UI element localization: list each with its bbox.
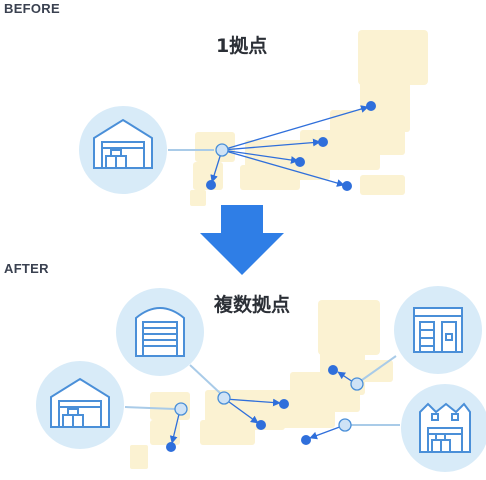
warehouse-shutter-icon <box>135 307 185 357</box>
hub-node <box>174 402 188 416</box>
destination-dot <box>166 442 176 452</box>
after-warehouse-building-node <box>361 284 484 381</box>
hub-node <box>350 377 364 391</box>
hub-node <box>338 418 352 432</box>
before-destinations <box>206 101 376 191</box>
factory-warehouse-icon <box>419 402 471 453</box>
after-hubs <box>174 377 364 432</box>
before-warehouse-node <box>77 104 214 196</box>
after-title: 複数拠点 <box>214 294 291 316</box>
before-routes <box>210 105 369 187</box>
after-map <box>130 300 393 469</box>
destination-dot <box>295 157 305 167</box>
hub-node <box>217 391 231 405</box>
destination-dot <box>301 435 311 445</box>
before-label: BEFORE <box>4 1 60 16</box>
destination-dot <box>318 137 328 147</box>
destination-dot <box>256 420 266 430</box>
after-warehouse-left-node <box>34 359 176 451</box>
down-arrow-icon <box>200 205 284 275</box>
destination-dot <box>366 101 376 111</box>
factory-warehouse-node <box>350 382 486 474</box>
destination-dot <box>279 399 289 409</box>
destination-dot <box>206 180 216 190</box>
before-title: 1拠点 <box>216 35 268 57</box>
before-map <box>190 30 428 206</box>
destination-dot <box>342 181 352 191</box>
warehouse-icon <box>50 377 110 428</box>
destination-dot <box>328 365 338 375</box>
after-warehouse-shutter-node <box>114 286 221 394</box>
warehouse-building-icon <box>413 307 463 353</box>
after-destinations <box>166 365 338 452</box>
after-label: AFTER <box>4 261 49 276</box>
warehouse-icon <box>93 118 153 169</box>
before-hub <box>215 143 229 157</box>
